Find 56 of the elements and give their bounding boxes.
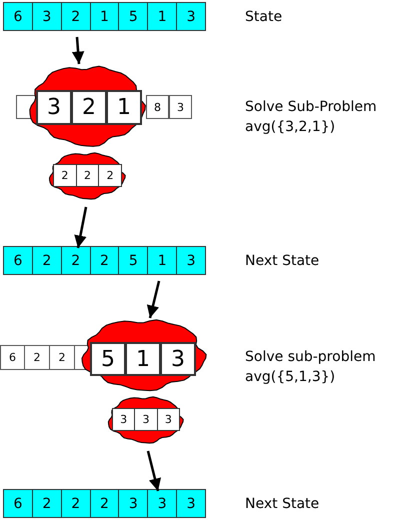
array-value: 6	[0, 345, 25, 370]
array-value: 2	[24, 345, 50, 370]
step-caption: Solve sub-problem avg({5,1,3})	[245, 348, 377, 387]
array-value: 3	[176, 246, 206, 275]
array-value: 6	[3, 2, 33, 31]
step-caption: State	[245, 8, 284, 27]
array-value: 6	[3, 489, 33, 518]
array-value: 2	[60, 246, 91, 275]
array-value: 3	[134, 408, 158, 431]
array-row	[3, 2, 206, 31]
array-value: 3	[32, 2, 62, 31]
array-value: 8	[146, 95, 169, 119]
array-value: 5	[118, 246, 148, 275]
arrow	[146, 280, 160, 318]
array-value: 2	[90, 246, 120, 275]
array-row	[112, 408, 180, 431]
splat-shape	[46, 150, 128, 201]
array-value: 2	[76, 164, 100, 187]
array-value: 1	[106, 90, 142, 125]
array-value: 3	[112, 408, 136, 431]
array-value: 2	[32, 489, 62, 518]
array-value: 6	[3, 246, 33, 275]
array-row	[53, 164, 122, 187]
array-value: 1	[90, 2, 120, 31]
array-value: 1	[147, 246, 178, 275]
step-caption: Next State	[245, 252, 320, 271]
array-row	[3, 246, 206, 275]
array-value: 3	[169, 95, 192, 119]
array-value: 1	[147, 2, 178, 31]
array-value: 3	[176, 2, 206, 31]
step-caption: Next State	[245, 495, 320, 514]
splat-shape	[105, 394, 186, 445]
array-value: 2	[49, 345, 75, 370]
array-value: 3	[36, 90, 72, 125]
step-caption: Solve Sub-Problem avg({3,2,1})	[245, 98, 378, 137]
array-value: 3	[147, 489, 178, 518]
array-value: 2	[71, 90, 107, 125]
array-value: 3	[156, 408, 180, 431]
array-value: 2	[60, 489, 91, 518]
array-value: 2	[90, 489, 120, 518]
array-row	[90, 342, 196, 376]
array-value: 2	[32, 246, 62, 275]
array-value: 1	[125, 342, 161, 376]
array-value: 3	[118, 489, 148, 518]
array-value: 2	[60, 2, 91, 31]
array-value: 2	[98, 164, 122, 187]
array-row	[3, 489, 206, 518]
arrow	[74, 206, 88, 248]
array-row	[36, 90, 142, 125]
arrow	[72, 36, 84, 64]
array-value: 2	[53, 164, 77, 187]
array-value: 5	[118, 2, 148, 31]
arrow	[146, 450, 162, 492]
array-value: 5	[90, 342, 126, 376]
array-value: 3	[160, 342, 196, 376]
array-value: 3	[176, 489, 206, 518]
